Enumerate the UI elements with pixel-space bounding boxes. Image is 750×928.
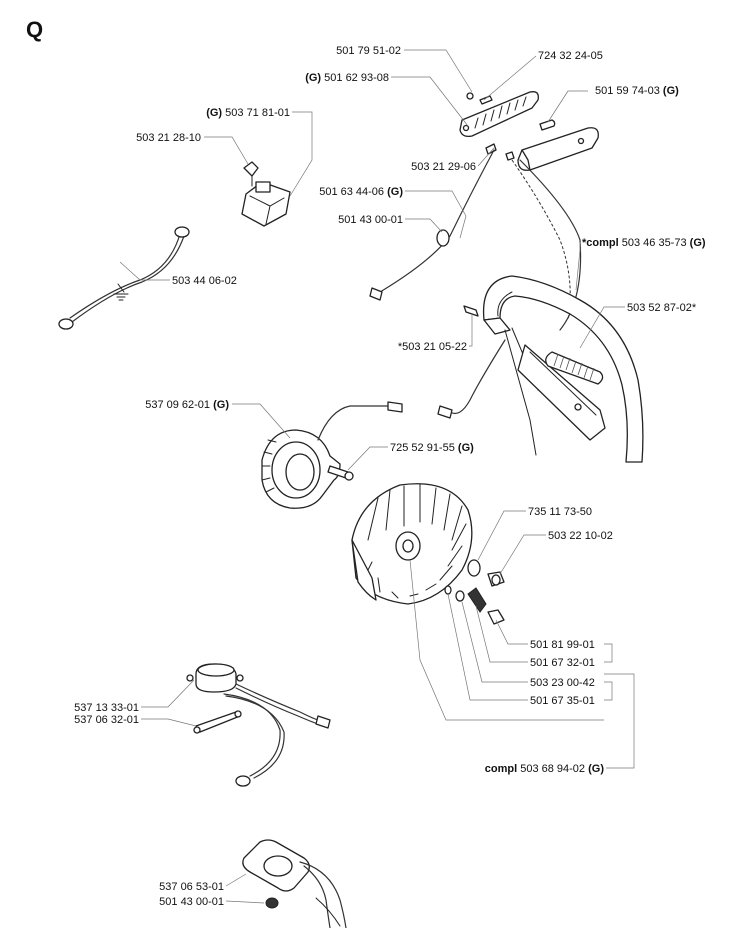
label-503-68-94-02: compl 503 68 94-02 (G) (485, 763, 605, 775)
handle-screw (463, 305, 479, 317)
ground-plate (193, 710, 242, 734)
grommet (265, 897, 279, 909)
switch-wire (379, 149, 495, 293)
label-724-32-24-05: 724 32 24-05 (538, 50, 603, 62)
leader-lines (119, 49, 635, 904)
label-503-46-35-73: *compl 503 46 35-73 (G) (582, 237, 706, 249)
part-labels: 501 79 51-02 724 32 24-05 (G) 501 62 93-… (74, 45, 706, 908)
section-letter: Q (26, 17, 43, 42)
label-503-21-05-22: *503 21 05-22 (398, 341, 467, 353)
flywheel-hardware (444, 559, 505, 625)
handle-wire (449, 339, 506, 415)
label-503-44-06-02: 503 44 06-02 (172, 275, 237, 287)
label-537-09-62-01: 537 09 62-01 (G) (145, 399, 229, 411)
module-screw-head (344, 471, 354, 481)
front-handle (482, 275, 644, 463)
label-501-67-35-01: 501 67 35-01 (530, 695, 595, 707)
label-537-06-32-01: 537 06 32-01 (74, 714, 139, 726)
label-503-71-81-01: (G) 503 71 81-01 (206, 107, 290, 119)
ignition-module (261, 401, 403, 509)
label-503-22-10-02: 503 22 10-02 (548, 530, 613, 542)
handle-wire-terminal (437, 405, 453, 419)
label-735-11-73-50: 735 11 73-50 (528, 506, 592, 518)
label-501-81-99-01: 501 81 99-01 (530, 639, 595, 651)
label-503-21-28-10: 503 21 28-10 (136, 132, 201, 144)
label-503-21-29-06: 503 21 29-06 (411, 161, 476, 173)
switch-plate (459, 91, 539, 138)
handle-rubber-grip (545, 351, 604, 385)
label-501-79-51-02: 501 79 51-02 (336, 45, 401, 57)
ignition-coil (186, 663, 331, 787)
label-503-52-87-02: 503 52 87-02* (627, 302, 697, 314)
label-501-59-74-03: 501 59 74-03 (G) (595, 85, 679, 97)
label-503-23-00-42: 503 23 00-42 (530, 677, 595, 689)
flywheel (351, 483, 473, 605)
carburetor-gasket (242, 839, 347, 928)
wire-connector (369, 287, 383, 301)
label-501-62-93-08: (G) 501 62 93-08 (305, 72, 389, 84)
label-725-52-91-55: 725 52 91-55 (G) (390, 442, 474, 454)
label-501-63-44-06: 501 63 44-06 (G) (319, 186, 403, 198)
small-screws (466, 92, 556, 161)
label-501-67-32-01: 501 67 32-01 (530, 657, 595, 669)
label-537-06-53-01: 537 06 53-01 (159, 881, 224, 893)
rubber-grommet (436, 229, 450, 247)
label-537-13-33-01: 537 13 33-01 (74, 702, 139, 714)
ignition-switch (241, 161, 291, 227)
switch-cover (517, 127, 599, 171)
ground-lead (58, 226, 190, 330)
label-501-43-00-01-bottom: 501 43 00-01 (159, 896, 224, 908)
label-501-43-00-01-top: 501 43 00-01 (338, 214, 403, 226)
